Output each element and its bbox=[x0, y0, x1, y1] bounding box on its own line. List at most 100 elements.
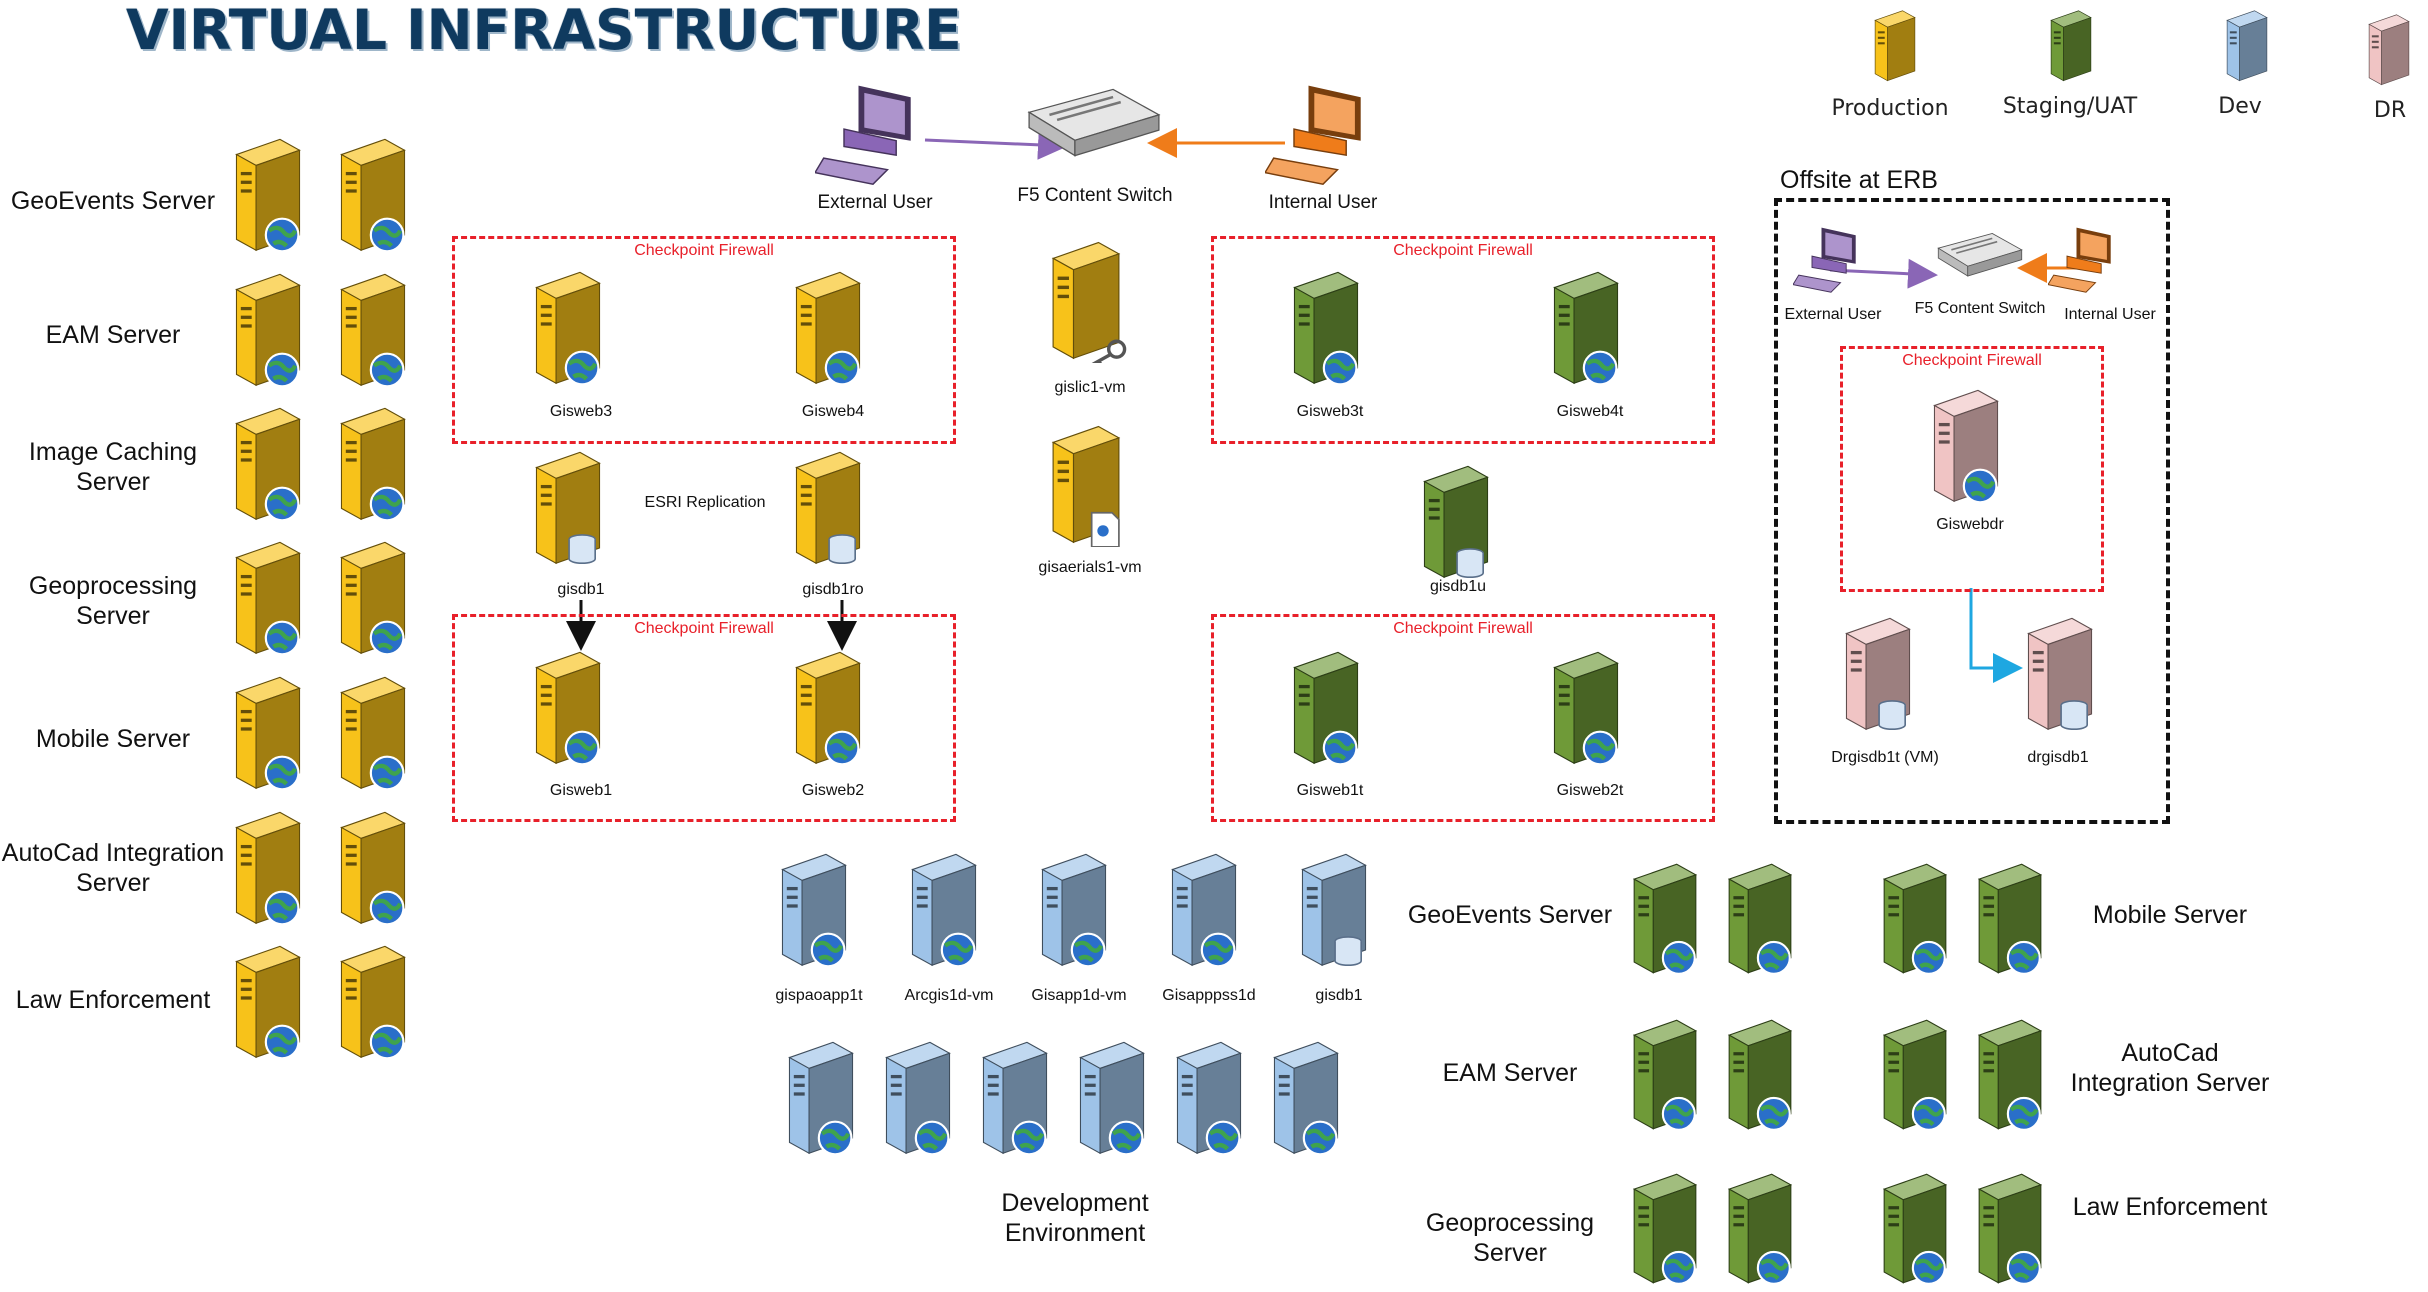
server-drgisdb1t-icon bbox=[1832, 614, 1924, 739]
server-label-gisweb1: Gisweb1 bbox=[549, 782, 613, 799]
replication-label: ESRI Replication bbox=[644, 494, 766, 511]
legend-dr: DR bbox=[2373, 98, 2407, 123]
staging-group-server-icon bbox=[1965, 1016, 2055, 1138]
staging-group-left-2: Geoprocessing Server bbox=[1425, 1209, 1595, 1267]
legend-production-icon bbox=[1866, 8, 1924, 88]
server-gisweb3t-icon bbox=[1280, 268, 1372, 393]
prod-group-server-icon bbox=[327, 404, 419, 529]
staging-group-server-icon bbox=[1870, 1016, 1960, 1138]
legend-dev: Dev bbox=[2218, 94, 2262, 119]
server-label-gisweb3: Gisweb3 bbox=[549, 403, 613, 420]
prod-group-server-icon bbox=[222, 404, 314, 529]
dev-server-icon bbox=[898, 850, 990, 975]
page-title: VIRTUAL INFRASTRUCTURE bbox=[126, 0, 962, 62]
staging-group-server-icon bbox=[1870, 860, 1960, 982]
internal-user-label: Internal User bbox=[1268, 192, 1378, 213]
server-giswebdr-icon bbox=[1920, 386, 2012, 511]
prod-group-label-1: EAM Server bbox=[45, 321, 181, 349]
staging-group-server-icon bbox=[1965, 1170, 2055, 1292]
dev-pool-server-icon bbox=[969, 1038, 1061, 1163]
server-gisdb1ro-icon bbox=[782, 448, 874, 573]
server-gisweb3-icon bbox=[522, 268, 614, 393]
dev-pool-server-icon bbox=[775, 1038, 867, 1163]
legend-dev-icon bbox=[2218, 8, 2276, 88]
prod-group-label-5: AutoCad Integration Server bbox=[1, 839, 225, 897]
server-label-gisweb4: Gisweb4 bbox=[801, 403, 865, 420]
staging-group-server-icon bbox=[1715, 1016, 1805, 1138]
staging-group-server-icon bbox=[1715, 1170, 1805, 1292]
switch-label: F5 Content Switch bbox=[1017, 185, 1173, 206]
offsite-external-user-icon bbox=[1792, 220, 1869, 301]
server-label-gisaerials1: gisaerials1-vm bbox=[1038, 559, 1142, 576]
offsite-switch-icon bbox=[1935, 230, 2025, 285]
server-label-gisdb1ro: gisdb1ro bbox=[802, 581, 864, 598]
staging-group-left-0: GeoEvents Server bbox=[1407, 901, 1613, 929]
prod-group-label-0: GeoEvents Server bbox=[10, 187, 216, 215]
external-user-icon bbox=[813, 74, 931, 195]
server-gisweb2-icon bbox=[782, 648, 874, 773]
server-gisweb4t-icon bbox=[1540, 268, 1632, 393]
server-label-gisdb1: gisdb1 bbox=[557, 581, 605, 598]
server-gisweb2t-icon bbox=[1540, 648, 1632, 773]
dev-label-4: gisdb1 bbox=[1315, 987, 1363, 1004]
staging-group-server-icon bbox=[1965, 860, 2055, 982]
staging-group-right-1: AutoCad Integration Server bbox=[2070, 1039, 2270, 1097]
server-gisdb1u-icon bbox=[1410, 462, 1502, 587]
firewall-dr: Checkpoint Firewall bbox=[1840, 346, 2104, 592]
server-label-gisdb1u: gisdb1u bbox=[1429, 578, 1487, 595]
server-label-gislic1: gislic1-vm bbox=[1054, 379, 1126, 396]
dev-pool-server-icon bbox=[872, 1038, 964, 1163]
staging-group-left-1: EAM Server bbox=[1442, 1059, 1578, 1087]
dev-pool-server-icon bbox=[1163, 1038, 1255, 1163]
firewall-prod-upper: Checkpoint Firewall bbox=[452, 236, 956, 444]
prod-group-server-icon bbox=[327, 942, 419, 1067]
dev-server-icon bbox=[1158, 850, 1250, 975]
prod-group-label-4: Mobile Server bbox=[35, 725, 191, 753]
prod-group-server-icon bbox=[222, 270, 314, 395]
server-gisdb1-icon bbox=[522, 448, 614, 573]
dev-server-icon bbox=[1028, 850, 1120, 975]
offsite-switch-label: F5 Content Switch bbox=[1914, 300, 2046, 317]
dev-label-1: Arcgis1d-vm bbox=[904, 987, 994, 1004]
prod-group-server-icon bbox=[222, 673, 314, 798]
dr-replication-line bbox=[1969, 588, 2023, 683]
prod-group-server-icon bbox=[327, 270, 419, 395]
server-gisweb4-icon bbox=[782, 268, 874, 393]
dev-pool-server-icon bbox=[1066, 1038, 1158, 1163]
server-label-gisweb4t: Gisweb4t bbox=[1556, 403, 1624, 420]
dev-label-2: Gisapp1d-vm bbox=[1031, 987, 1127, 1004]
prod-group-label-3: Geoprocessing Server bbox=[28, 572, 198, 630]
dev-label-0: gispaoapp1t bbox=[775, 987, 863, 1004]
prod-group-server-icon bbox=[222, 135, 314, 260]
dev-label-3: Gisapppss1d bbox=[1162, 987, 1256, 1004]
dev-server-db-icon bbox=[1288, 850, 1380, 975]
server-label-drgisdb1t: Drgisdb1t (VM) bbox=[1831, 749, 1939, 766]
prod-group-server-icon bbox=[327, 673, 419, 798]
prod-group-server-icon bbox=[327, 808, 419, 933]
staging-group-server-icon bbox=[1870, 1170, 1960, 1292]
staging-group-server-icon bbox=[1715, 860, 1805, 982]
offsite-internal-user-label: Internal User bbox=[2064, 306, 2156, 323]
legend-dr-icon bbox=[2360, 12, 2418, 92]
prod-group-label-2: Image Caching Server bbox=[28, 438, 198, 496]
external-to-switch-line bbox=[924, 129, 1068, 160]
legend-production: Production bbox=[1831, 96, 1949, 121]
internal-user-icon bbox=[1263, 74, 1381, 195]
dev-environment-label: Development Environment bbox=[1001, 1189, 1149, 1247]
prod-group-server-icon bbox=[327, 135, 419, 260]
staging-group-server-icon bbox=[1620, 1016, 1710, 1138]
legend-staging: Staging/UAT bbox=[2002, 94, 2138, 119]
prod-group-server-icon bbox=[222, 942, 314, 1067]
server-label-gisweb3t: Gisweb3t bbox=[1296, 403, 1364, 420]
prod-group-server-icon bbox=[222, 538, 314, 663]
firewall-staging-lower: Checkpoint Firewall bbox=[1211, 614, 1715, 822]
prod-group-server-icon bbox=[222, 808, 314, 933]
server-gisweb1-icon bbox=[522, 648, 614, 773]
offsite-erb-box bbox=[1774, 198, 2170, 824]
server-label-drgisdb1: drgisdb1 bbox=[2027, 749, 2089, 766]
external-user-label: External User bbox=[817, 192, 933, 213]
staging-group-server-icon bbox=[1620, 1170, 1710, 1292]
server-gisaerials1-icon bbox=[1038, 422, 1134, 552]
